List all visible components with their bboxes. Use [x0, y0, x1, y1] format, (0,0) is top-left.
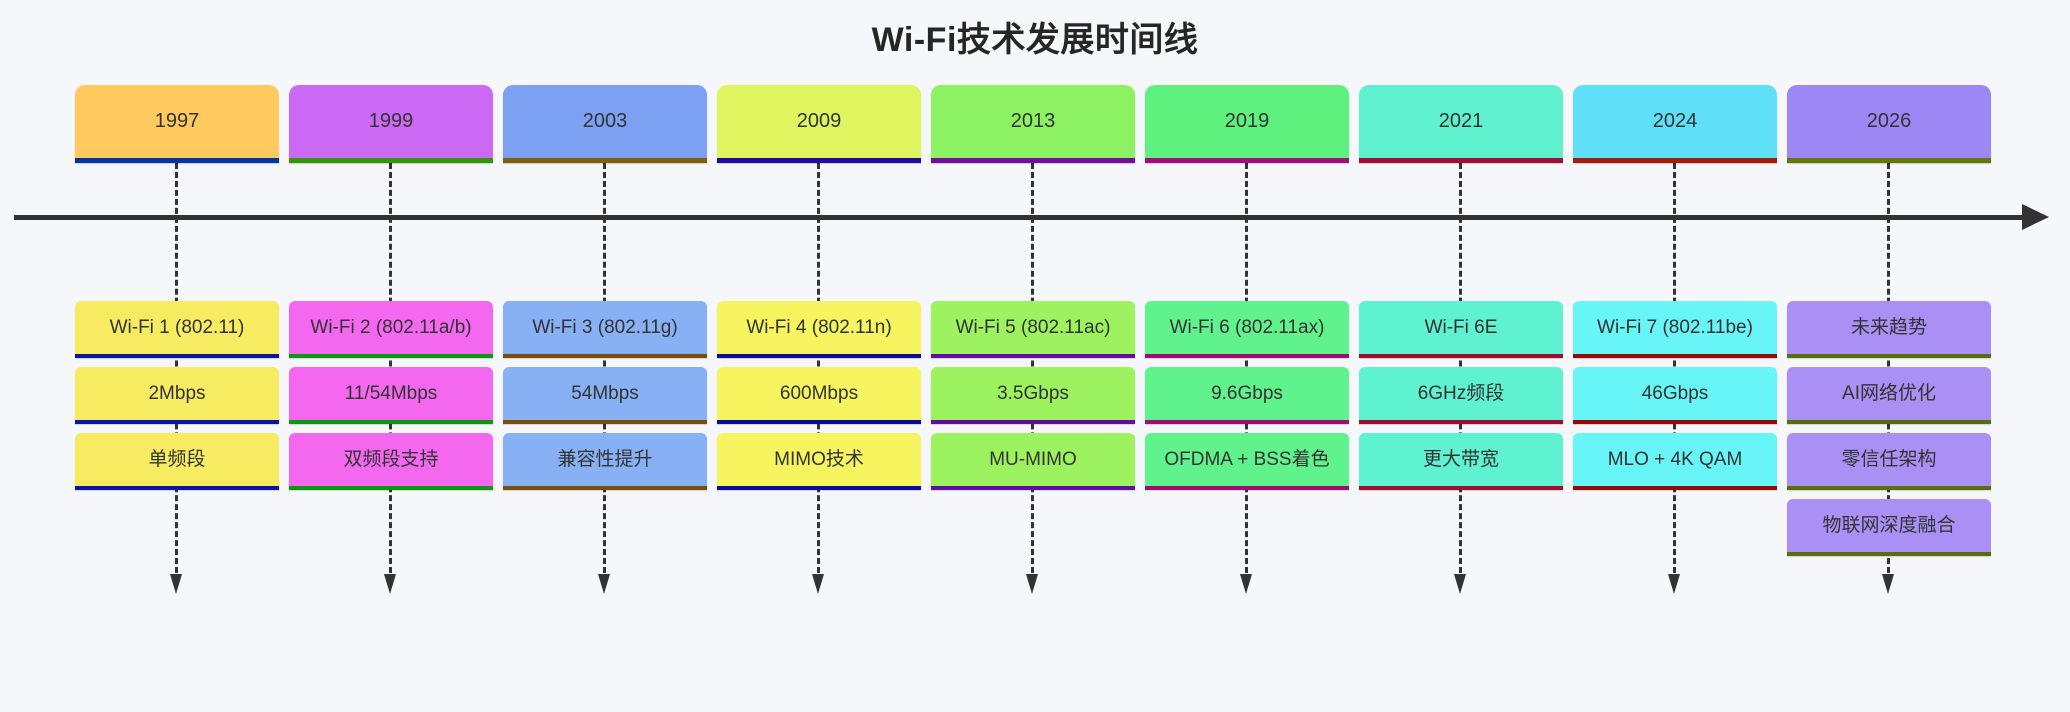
event-label: 兼容性提升	[557, 449, 653, 470]
event-box: Wi-Fi 6E	[1359, 301, 1563, 358]
down-arrowhead-icon	[1882, 574, 1894, 594]
event-box: 11/54Mbps	[289, 367, 493, 424]
event-label: Wi-Fi 4 (802.11n)	[746, 317, 892, 338]
event-label: MLO + 4K QAM	[1607, 449, 1743, 470]
event-box: 双频段支持	[289, 433, 493, 490]
timeline-axis-arrowhead-icon	[2022, 204, 2049, 230]
event-box: 6GHz频段	[1359, 367, 1563, 424]
year-box: 2003	[503, 85, 707, 163]
event-box: 未来趋势	[1787, 301, 1991, 358]
timeline-column: 1999 Wi-Fi 2 (802.11a/b) 11/54Mbps 双频段支持	[289, 0, 493, 712]
event-box: 兼容性提升	[503, 433, 707, 490]
down-arrowhead-icon	[384, 574, 396, 594]
event-box: Wi-Fi 3 (802.11g)	[503, 301, 707, 358]
event-box: 物联网深度融合	[1787, 499, 1991, 556]
year-label: 2021	[1438, 110, 1484, 132]
timeline-column: 1997 Wi-Fi 1 (802.11) 2Mbps 单频段	[75, 0, 279, 712]
year-box: 1999	[289, 85, 493, 163]
event-box: Wi-Fi 2 (802.11a/b)	[289, 301, 493, 358]
down-arrowhead-icon	[598, 574, 610, 594]
event-label: 更大带宽	[1422, 449, 1499, 470]
diagram-title: Wi-Fi技术发展时间线	[871, 21, 1199, 59]
event-label: 9.6Gbps	[1211, 383, 1283, 404]
event-label: Wi-Fi 6E	[1424, 317, 1498, 338]
year-box: 2013	[931, 85, 1135, 163]
event-label: Wi-Fi 1 (802.11)	[109, 317, 245, 338]
down-arrowhead-icon	[170, 574, 182, 594]
year-box: 2026	[1787, 85, 1991, 163]
event-box: AI网络优化	[1787, 367, 1991, 424]
event-label: 11/54Mbps	[344, 383, 438, 404]
year-label: 2019	[1224, 110, 1270, 132]
event-label: MU-MIMO	[989, 449, 1077, 470]
year-label: 2009	[796, 110, 842, 132]
event-box: Wi-Fi 6 (802.11ax)	[1145, 301, 1349, 358]
event-label: 6GHz频段	[1417, 383, 1505, 404]
year-box: 2009	[717, 85, 921, 163]
event-label: Wi-Fi 6 (802.11ax)	[1169, 317, 1325, 338]
event-label: Wi-Fi 3 (802.11g)	[532, 317, 678, 338]
year-box: 2024	[1573, 85, 1777, 163]
event-label: 物联网深度融合	[1822, 515, 1956, 536]
timeline-column: 2026 未来趋势 AI网络优化零信任架构物联网深度融合	[1787, 0, 1991, 712]
down-arrowhead-icon	[1454, 574, 1466, 594]
event-label: Wi-Fi 5 (802.11ac)	[955, 317, 1111, 338]
year-label: 2024	[1652, 110, 1698, 132]
year-label: 1997	[154, 110, 200, 132]
year-label: 2026	[1866, 110, 1912, 132]
year-box: 2019	[1145, 85, 1349, 163]
event-box: Wi-Fi 5 (802.11ac)	[931, 301, 1135, 358]
event-box: MU-MIMO	[931, 433, 1135, 490]
event-box: MLO + 4K QAM	[1573, 433, 1777, 490]
event-box: 600Mbps	[717, 367, 921, 424]
event-box: 54Mbps	[503, 367, 707, 424]
down-arrowhead-icon	[812, 574, 824, 594]
event-box: 2Mbps	[75, 367, 279, 424]
event-box: 更大带宽	[1359, 433, 1563, 490]
event-label: 零信任架构	[1841, 449, 1937, 470]
year-box: 1997	[75, 85, 279, 163]
event-label: 600Mbps	[779, 383, 859, 404]
year-label: 2003	[582, 110, 628, 132]
year-box: 2021	[1359, 85, 1563, 163]
event-label: Wi-Fi 7 (802.11be)	[1597, 317, 1753, 338]
event-box: OFDMA + BSS着色	[1145, 433, 1349, 490]
event-label: 双频段支持	[343, 449, 439, 470]
down-arrowhead-icon	[1668, 574, 1680, 594]
year-label: 2013	[1010, 110, 1056, 132]
event-box: 零信任架构	[1787, 433, 1991, 490]
event-label: 54Mbps	[571, 383, 639, 404]
event-box: MIMO技术	[717, 433, 921, 490]
event-box: Wi-Fi 1 (802.11)	[75, 301, 279, 358]
event-box: Wi-Fi 4 (802.11n)	[717, 301, 921, 358]
event-label: 2Mbps	[148, 383, 206, 404]
event-label: Wi-Fi 2 (802.11a/b)	[310, 317, 472, 338]
event-label: 46Gbps	[1641, 383, 1709, 404]
event-label: MIMO技术	[774, 449, 864, 470]
event-box: Wi-Fi 7 (802.11be)	[1573, 301, 1777, 358]
event-label: 单频段	[148, 449, 206, 470]
down-arrowhead-icon	[1026, 574, 1038, 594]
event-box: 46Gbps	[1573, 367, 1777, 424]
timeline-axis	[14, 215, 2026, 220]
event-box: 3.5Gbps	[931, 367, 1135, 424]
timeline-column: 2021 Wi-Fi 6E 6GHz频段更大带宽	[1359, 0, 1563, 712]
timeline-column: 2003 Wi-Fi 3 (802.11g) 54Mbps 兼容性提升	[503, 0, 707, 712]
event-label: OFDMA + BSS着色	[1164, 449, 1330, 470]
event-box: 9.6Gbps	[1145, 367, 1349, 424]
down-arrowhead-icon	[1240, 574, 1252, 594]
event-box: 单频段	[75, 433, 279, 490]
year-label: 1999	[368, 110, 414, 132]
event-label: AI网络优化	[1842, 383, 1936, 404]
event-label: 3.5Gbps	[997, 383, 1069, 404]
event-label: 未来趋势	[1850, 317, 1927, 338]
